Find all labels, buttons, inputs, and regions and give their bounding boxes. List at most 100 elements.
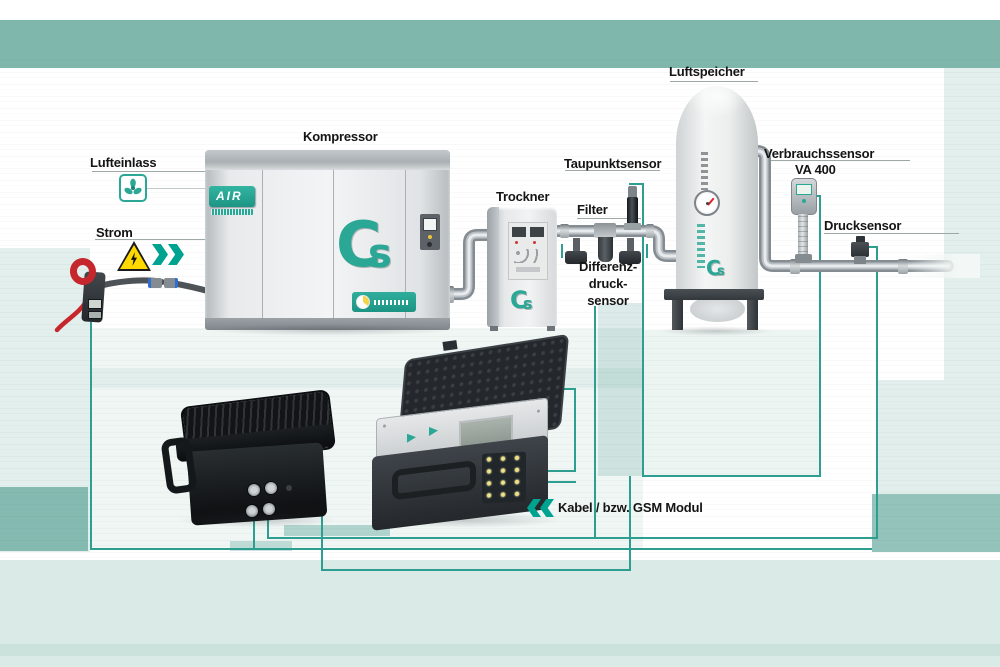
dryer-led: [515, 241, 518, 244]
background-band-bottom-strip: [0, 644, 1000, 656]
dew-point-sensor-connector: [628, 186, 637, 198]
compressor-seam: [262, 170, 263, 318]
underline-drucksensor: [824, 233, 959, 234]
tank-cs-logo-s: s: [717, 264, 725, 279]
datalogger-port-small: [286, 485, 292, 491]
diff-pressure-sensor-right: [627, 238, 634, 252]
sensor-display: [796, 184, 812, 195]
air-receiver-tank: [676, 86, 758, 300]
connection-line-kabel-v: [629, 476, 631, 571]
dew-point-sensor-body: [627, 197, 638, 226]
dryer-cs-logo-c: C: [510, 286, 528, 314]
compressor-seam: [405, 170, 406, 318]
tank-side-marks: [701, 152, 708, 190]
cable-fitting: [164, 278, 178, 288]
pressure-sensor-body: [851, 242, 869, 257]
datalogger-port: [245, 504, 259, 518]
label-taupunktsensor: Taupunktsensor: [564, 156, 662, 171]
connection-line-taupunkt-down: [642, 183, 644, 477]
connection-line-bottom-h3: [321, 569, 631, 571]
diff-pressure-sensor-left: [573, 238, 580, 252]
compressor-air-substrip: [211, 209, 253, 215]
pressure-sensor-nut: [854, 256, 866, 264]
dryer-display: [530, 227, 544, 237]
compressor-top: [205, 150, 450, 170]
gauge-hub: [705, 201, 709, 205]
label-filter: Filter: [577, 202, 608, 217]
datalogger-shadow: [178, 512, 338, 528]
background-band-right-column: [944, 68, 1000, 380]
connection-tick-diff-right: [646, 244, 648, 258]
underline-luftspeicher: [670, 81, 758, 82]
compressor-air-badge: AIR: [209, 186, 255, 207]
measuring-case-shadow: [366, 512, 562, 528]
dryer-foot: [490, 326, 498, 331]
label-kabel-gsm: Kabel / bzw. GSM Modul: [558, 500, 703, 515]
panel-arrow-icon: [407, 433, 416, 443]
tank-stand-bar: [664, 289, 764, 300]
dryer-display: [512, 227, 526, 237]
air-badge-text: AIR: [216, 189, 243, 203]
air-inlet-fan-icon: [119, 174, 147, 202]
pipe-fade: [905, 254, 980, 278]
underline-strom: [95, 239, 205, 240]
pipe-coupling: [646, 224, 654, 238]
pipe-coupling: [790, 259, 800, 274]
label-differenzdrucksensor: Differenz- druck- sensor: [558, 258, 658, 309]
background-band-tank-rect: [643, 330, 820, 476]
background-band-ports-b: [230, 541, 292, 551]
connection-line-va400-down: [819, 196, 821, 477]
case-keypad: [482, 451, 526, 504]
label-luftspeicher: Luftspeicher: [669, 64, 745, 79]
connection-tick-diff-left: [561, 244, 563, 258]
datalogger-port: [264, 481, 278, 495]
panel-arrow-icon: [429, 426, 438, 436]
label-diff-line2: druck-: [588, 276, 628, 291]
consumption-sensor-head: [791, 178, 817, 215]
chevron-left-icon: [527, 499, 541, 517]
datalogger-port: [262, 502, 276, 516]
dryer-panel: [508, 222, 548, 280]
dryer-buttons: [514, 249, 542, 263]
emblem-globe-icon: [356, 295, 370, 309]
label-lufteinlass: Lufteinlass: [90, 155, 157, 170]
connection-line-drucksensor-down: [876, 247, 878, 539]
tank-vertical-text: [697, 224, 705, 268]
case-handle: [392, 460, 476, 501]
background-band-bottom: [0, 560, 1000, 667]
connection-line-port2-down: [267, 510, 269, 539]
pipe-coupling: [560, 224, 569, 238]
chevron-right-icon: [152, 244, 168, 265]
compressor-cs-logo-c: C: [336, 208, 382, 281]
connection-line-bottom-h1: [90, 548, 872, 550]
label-kompressor: Kompressor: [303, 129, 378, 144]
connection-bracket-case-v: [574, 388, 576, 472]
emblem-text-dashes: [374, 300, 410, 305]
clamp-meter-display: [88, 299, 102, 309]
pipe-coupling: [898, 259, 908, 274]
label-va400: VA 400: [795, 162, 836, 177]
underline-verbrauchssensor: [765, 160, 910, 161]
background-band-right-block: [872, 494, 1000, 552]
background-band-right-wide: [878, 380, 1000, 494]
consumption-sensor-ribs: [798, 216, 808, 256]
background-band-left-block: [0, 487, 88, 551]
background-band-top: [0, 20, 1000, 68]
connection-tick-taupunkt: [629, 183, 644, 185]
dryer-led: [533, 241, 536, 244]
chevron-left-icon: [540, 499, 554, 517]
tank-cs-logo-c: C: [706, 256, 721, 280]
clamp-meter-display2: [88, 311, 102, 319]
display-screen: [423, 218, 437, 231]
consumption-sensor-stem: [798, 214, 808, 258]
filter-housing: [598, 237, 613, 262]
tank-stand-leg: [672, 300, 683, 330]
consumption-sensor-nut: [795, 254, 812, 263]
compressor-emblem: [352, 292, 416, 312]
background-band-diffsensor: [598, 303, 643, 476]
background-band-left-column: [0, 248, 90, 552]
dryer-left-strip: [487, 207, 499, 327]
tank-shadow: [658, 326, 773, 336]
display-button: [427, 242, 432, 247]
